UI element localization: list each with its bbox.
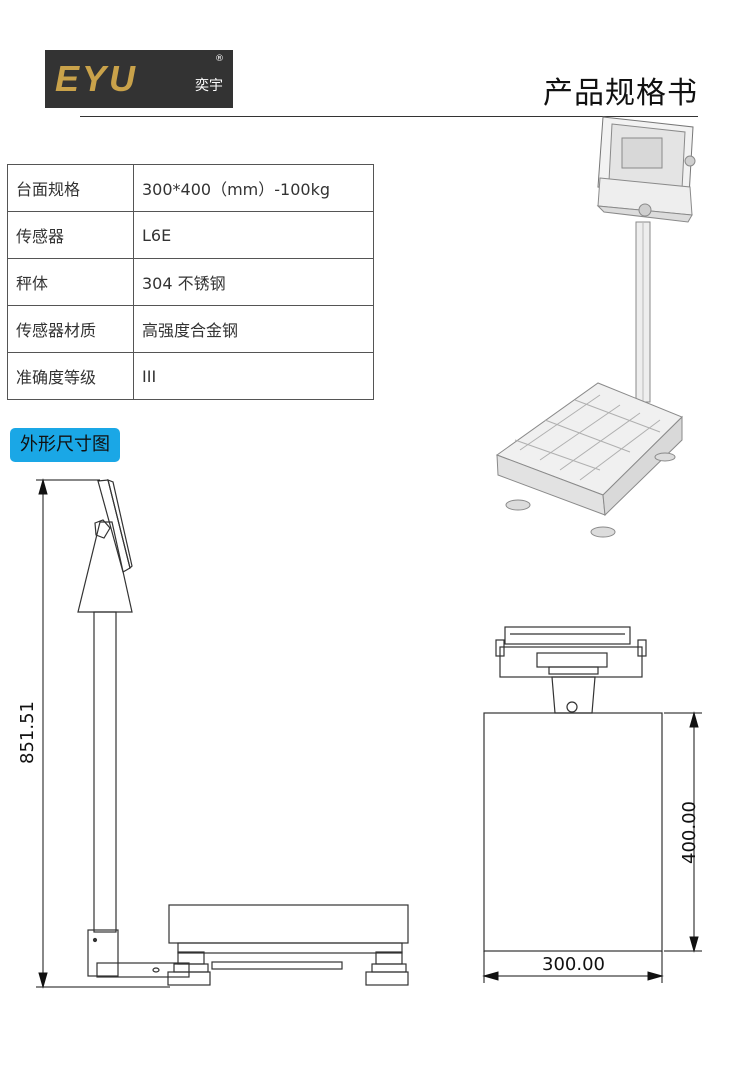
height-dimension-label: 851.51 [16, 701, 38, 764]
spec-value: 304 不锈钢 [133, 258, 374, 306]
table-row: 准确度等级 III [7, 352, 374, 400]
spec-key: 准确度等级 [7, 352, 134, 400]
spec-table: 台面规格 300*400（mm）-100kg 传感器 L6E 秤体 304 不锈… [7, 164, 374, 400]
width-dimension-line [482, 951, 664, 983]
registered-mark: ® [215, 54, 224, 64]
height-dimension-line [36, 478, 170, 989]
document-title: 产品规格书 [543, 76, 698, 111]
side-view-drawing [77, 479, 409, 986]
table-row: 台面规格 300*400（mm）-100kg [7, 164, 374, 212]
spec-value: III [133, 352, 374, 400]
brand-logo: EYU ® 奕宇 [45, 50, 233, 108]
spec-key: 秤体 [7, 258, 134, 306]
spec-value: 高强度合金钢 [133, 305, 374, 353]
header-divider [80, 116, 698, 117]
spec-key: 传感器材质 [7, 305, 134, 353]
brand-chinese-name: 奕宇 [195, 78, 223, 94]
spec-value: 300*400（mm）-100kg [133, 164, 374, 212]
width-dimension-label: 300.00 [542, 954, 605, 975]
dimension-section-badge: 外形尺寸图 [10, 428, 120, 462]
table-row: 秤体 304 不锈钢 [7, 258, 374, 306]
product-3d-render [495, 116, 696, 538]
spec-key: 台面规格 [7, 164, 134, 212]
depth-dimension-line [664, 711, 702, 953]
top-view-drawing [483, 626, 663, 952]
brand-wordmark: EYU [55, 58, 139, 99]
table-row: 传感器材质 高强度合金钢 [7, 305, 374, 353]
spec-key: 传感器 [7, 211, 134, 259]
depth-dimension-label: 400.00 [678, 801, 700, 864]
